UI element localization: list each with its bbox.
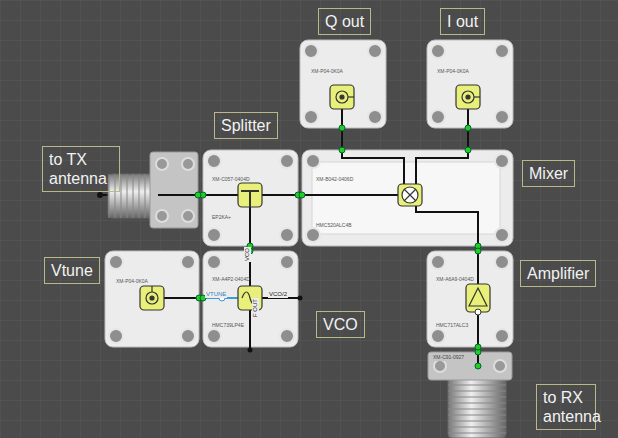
module-heading: Q out: [318, 8, 371, 35]
output-port-module: Q outXM-P04-0K0A: [300, 40, 386, 128]
port-dot: [475, 344, 481, 350]
module-heading: VCO: [316, 311, 365, 338]
part-number: HMC717ALC3: [436, 322, 468, 328]
pin-name: F OUT: [252, 298, 259, 318]
part-number: XM-P04-0K0A: [437, 68, 469, 74]
module-heading: Vtune: [44, 257, 100, 284]
port-dot: [465, 125, 471, 131]
part-number: EP2KA+: [212, 214, 231, 220]
module-heading: Amplifier: [520, 260, 596, 287]
port-dot: [299, 192, 305, 198]
vco-module: VCOXM-A4P2-0404DHMC739LP4E: [203, 251, 298, 347]
port-dot: [339, 125, 345, 131]
port-dot: [195, 192, 201, 198]
module-heading: I out: [440, 8, 485, 35]
tune-port-module: VtuneXM-P04-0K0A: [105, 251, 199, 347]
pin-name: VCO/2: [268, 291, 288, 298]
part-number: XM-P04-0K0A: [311, 68, 343, 74]
part-number: XM-P04-0K0A: [116, 278, 148, 284]
splitter-module: SplitterXM-C057-0404DEP2KA+: [203, 150, 298, 246]
part-number: XM-C91-0927: [432, 354, 465, 361]
module-heading: Splitter: [214, 112, 278, 139]
part-number: HMC520ALC4B: [316, 222, 352, 228]
pin-name: VTUNE: [205, 291, 227, 298]
part-number: HMC739LP4E: [212, 322, 244, 328]
part-number: XM-A6A9-0404D: [436, 276, 474, 282]
output-port-module: I outXM-P04-0K0A: [427, 40, 513, 128]
amplifier-module: AmplifierXM-A6A9-0404DHMC717ALC3: [427, 251, 513, 347]
pin-name: VCO: [244, 247, 251, 262]
port-dot: [465, 147, 471, 153]
part-number: XM-B042-0406D: [316, 176, 353, 182]
module-heading: Mixer: [522, 160, 575, 187]
part-number: XM-A4P2-0404D: [212, 276, 250, 282]
port-dot: [475, 248, 481, 254]
module-heading: to TX antenna: [42, 146, 120, 192]
tx-connector: to TX antenna: [150, 152, 198, 228]
part-number: XM-C057-0404D: [212, 176, 250, 182]
module-heading: to RX antenna: [536, 384, 596, 430]
port-dot: [339, 147, 345, 153]
mixer-module: MixerXM-B042-0406DHMC520ALC4B: [302, 150, 513, 246]
